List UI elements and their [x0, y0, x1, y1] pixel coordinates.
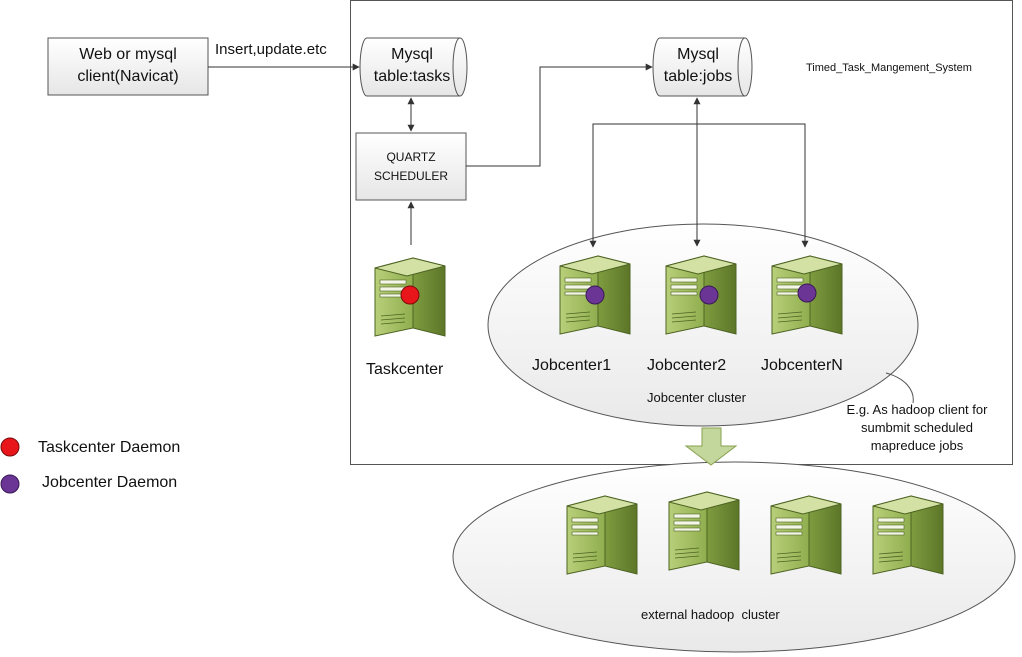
- block-arrow-down: [684, 427, 738, 466]
- jobcenter2-daemon-dot: [699, 285, 719, 305]
- jobcenter-cluster-label: Jobcenter cluster: [647, 390, 746, 405]
- tasks-db-label: Mysql table:tasks: [362, 44, 462, 88]
- client-label-line1: Web or mysql: [79, 46, 177, 63]
- jobs-db-line2: table:jobs: [663, 68, 733, 85]
- jobcentern-label: JobcenterN: [761, 357, 843, 374]
- tasks-db-line1: Mysql: [391, 46, 433, 63]
- client-box: [47, 37, 209, 96]
- hadoop-server-3: [770, 495, 842, 575]
- annotation-callout: [885, 372, 914, 404]
- jobcenter2-label: Jobcenter2: [647, 357, 727, 374]
- annotation-line2: sumbmit scheduled: [861, 420, 973, 435]
- hadoop-server-4: [872, 495, 944, 575]
- jobs-db-cylinder: [652, 37, 753, 97]
- annotation-label: E.g. As hadoop client for sumbmit schedu…: [832, 401, 1002, 455]
- edge-client-label: Insert,update.etc: [215, 41, 327, 58]
- jobcenter1-daemon-dot: [585, 285, 605, 305]
- edge-jobs-jobcentern: [697, 123, 809, 248]
- annotation-line1: E.g. As hadoop client for: [846, 402, 988, 417]
- system-title: Timed_Task_Mangement_System: [806, 62, 972, 74]
- client-label-line2: client(Navicat): [77, 68, 179, 85]
- legend-purple-dot-icon: [0, 474, 20, 494]
- taskcenter-daemon-dot: [400, 285, 420, 305]
- scheduler-line2: SCHEDULER: [373, 169, 448, 183]
- jobs-db-label: Mysql table:jobs: [652, 44, 744, 88]
- hadoop-cluster-label: external hadoop cluster: [641, 607, 780, 622]
- client-box-label: Web or mysql client(Navicat): [48, 44, 208, 88]
- jobs-db-line1: Mysql: [677, 46, 719, 63]
- scheduler-label: QUARTZ SCHEDULER: [356, 148, 466, 186]
- scheduler-line1: QUARTZ: [386, 150, 436, 164]
- tasks-db-cylinder: [359, 37, 468, 97]
- jobcentern-daemon-dot: [797, 283, 817, 303]
- taskcenter-label: Taskcenter: [366, 361, 444, 378]
- legend-red-dot-icon: [0, 437, 20, 457]
- hadoop-server-1: [566, 495, 638, 575]
- edge-jobs-jobcenter1: [589, 123, 697, 248]
- legend-taskcenter-label: Taskcenter Daemon: [38, 439, 181, 456]
- legend-jobcenter-label: Jobcenter Daemon: [42, 474, 178, 491]
- annotation-line3: mapreduce jobs: [870, 438, 964, 453]
- jobcenter1-label: Jobcenter1: [532, 357, 612, 374]
- scheduler-box: [355, 132, 467, 201]
- hadoop-server-2: [668, 491, 740, 571]
- tasks-db-line2: table:tasks: [373, 68, 451, 85]
- edge-scheduler-to-jobs: [466, 63, 653, 167]
